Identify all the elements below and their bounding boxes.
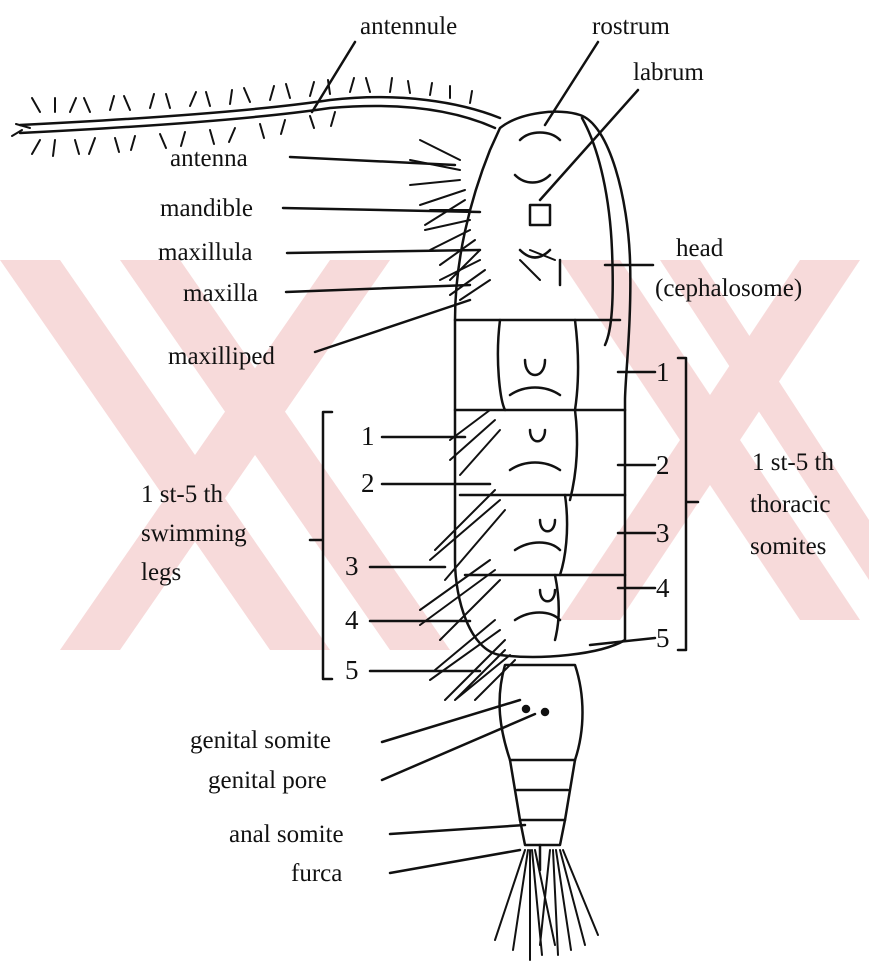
label-labrum: labrum [633, 60, 704, 85]
label-maxillula: maxillula [158, 240, 252, 265]
label-thoracic-line3: somites [750, 534, 826, 559]
label-rostrum: rostrum [592, 14, 670, 39]
leg-number-3: 3 [345, 553, 359, 580]
label-genital-pore: genital pore [208, 768, 327, 793]
label-swimming-legs-line3: legs [141, 560, 181, 585]
leg-number-5: 5 [345, 657, 359, 684]
label-maxilliped: maxilliped [168, 344, 275, 369]
watermark [0, 260, 869, 650]
label-thoracic-line1: 1 st-5 th [752, 450, 834, 475]
label-maxilla: maxilla [183, 281, 258, 306]
label-antennule: antennule [360, 14, 457, 39]
somite-number-2: 2 [656, 452, 670, 479]
label-swimming-legs-line1: 1 st-5 th [141, 482, 223, 507]
urosome-shape [500, 665, 583, 845]
label-head: head [676, 236, 723, 261]
somite-number-3: 3 [656, 520, 670, 547]
label-swimming-legs-line2: swimming [141, 521, 247, 546]
label-genital-somite: genital somite [190, 728, 331, 753]
leg-number-1: 1 [361, 423, 375, 450]
label-cephalosome: (cephalosome) [655, 276, 802, 301]
label-furca: furca [291, 861, 342, 886]
label-antenna: antenna [170, 146, 248, 171]
somite-number-1: 1 [656, 359, 670, 386]
label-mandible: mandible [160, 196, 253, 221]
leg-number-2: 2 [361, 470, 375, 497]
label-thoracic-line2: thoracic [750, 492, 831, 517]
somite-number-5: 5 [656, 625, 670, 652]
somite-number-4: 4 [656, 575, 670, 602]
leg-number-4: 4 [345, 607, 359, 634]
label-anal-somite: anal somite [229, 822, 344, 847]
